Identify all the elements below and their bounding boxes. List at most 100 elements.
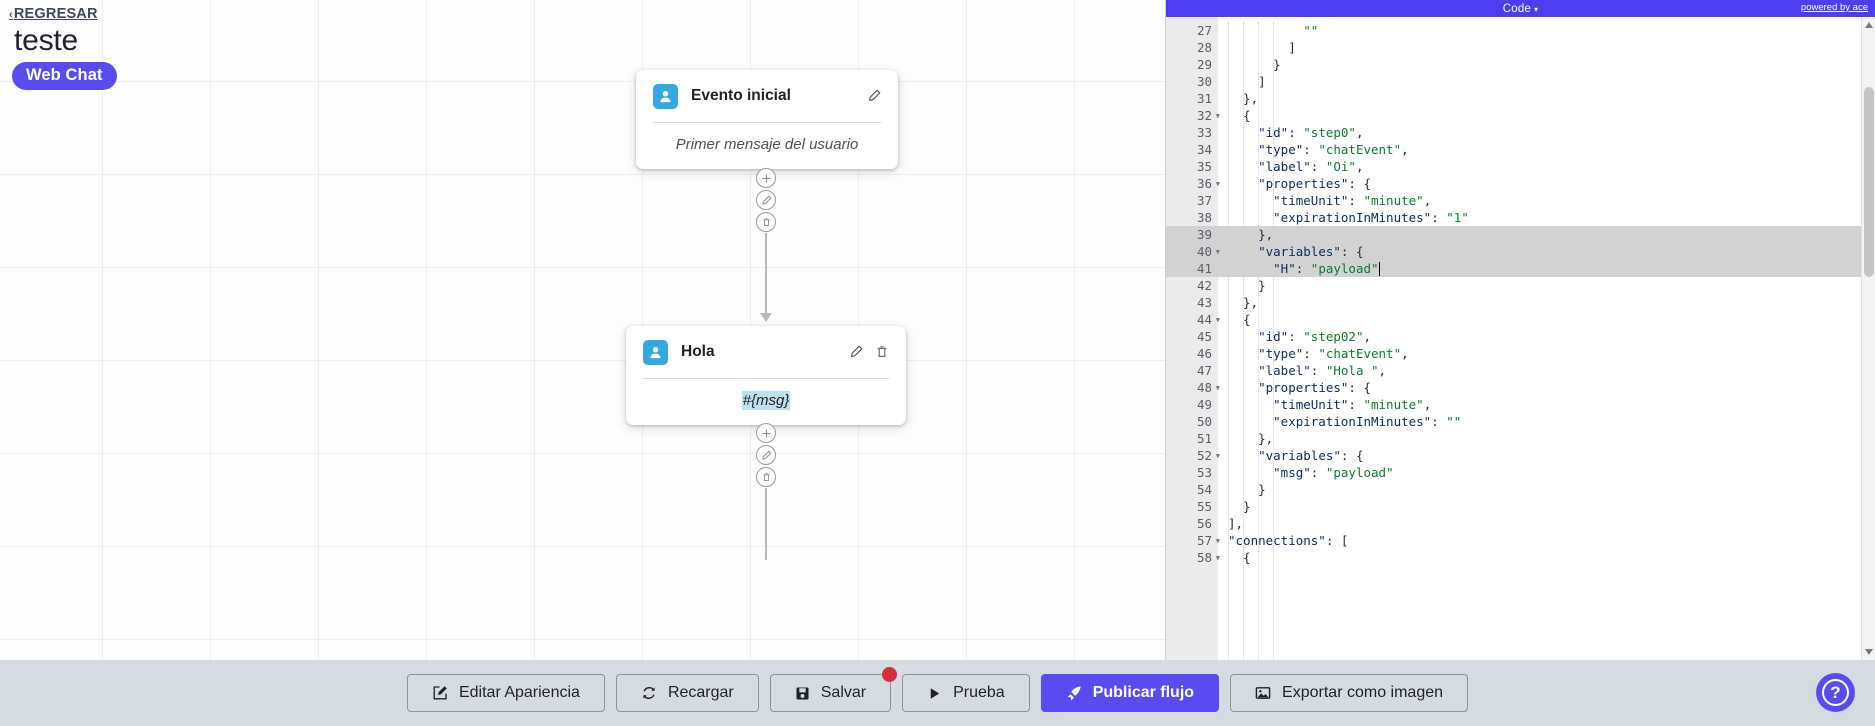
code-line[interactable]: }, [1228, 91, 1259, 106]
code-line[interactable]: "H": "payload" [1218, 260, 1861, 277]
line-number[interactable]: 39 [1166, 226, 1218, 243]
line-number[interactable]: 50 [1196, 414, 1212, 429]
line-number[interactable]: 44▼ [1196, 312, 1220, 327]
line-number[interactable]: 29 [1196, 57, 1212, 72]
line-number[interactable]: 54 [1196, 482, 1212, 497]
code-line[interactable]: { [1228, 108, 1251, 123]
code-line[interactable]: "properties": { [1258, 176, 1371, 191]
line-number[interactable]: 55 [1196, 499, 1212, 514]
publish-flow-button[interactable]: Publicar flujo [1040, 674, 1220, 712]
edit-icon[interactable] [846, 342, 866, 362]
line-number[interactable]: 27 [1196, 23, 1212, 38]
code-line[interactable]: "variables": { [1218, 243, 1861, 260]
line-number[interactable]: 48▼ [1196, 380, 1220, 395]
connector-tools-2[interactable] [756, 423, 776, 489]
line-number[interactable]: 30 [1196, 74, 1212, 89]
edit-icon[interactable] [864, 86, 884, 106]
line-number[interactable]: 38 [1196, 210, 1212, 225]
export-image-button[interactable]: Exportar como imagen [1230, 674, 1469, 712]
code-line[interactable]: { [1228, 312, 1251, 327]
code-line[interactable]: } [1228, 482, 1266, 497]
flow-canvas[interactable]: ‹REGRESAR teste Web Chat Evento inicial … [0, 0, 1165, 660]
code-line[interactable]: ] [1228, 40, 1296, 55]
code-line[interactable]: "connections": [ [1228, 533, 1349, 548]
pencil-icon[interactable] [756, 190, 776, 210]
line-number[interactable]: 40▼ [1166, 243, 1220, 260]
code-line[interactable]: { [1228, 550, 1251, 565]
line-number[interactable]: 45 [1196, 329, 1212, 344]
scroll-down-icon[interactable] [1865, 649, 1873, 655]
fold-toggle-icon[interactable]: ▼ [1215, 384, 1220, 392]
code-line[interactable]: "id": "step0", [1258, 125, 1364, 140]
line-number[interactable]: 58▼ [1196, 550, 1220, 565]
code-line[interactable]: "timeUnit": "minute", [1273, 193, 1432, 208]
code-line[interactable]: "label": "Oi", [1258, 159, 1364, 174]
help-button[interactable]: ? [1816, 673, 1855, 712]
code-line[interactable]: "type": "chatEvent", [1258, 346, 1409, 361]
plus-icon[interactable] [756, 423, 776, 443]
line-number[interactable]: 43 [1196, 295, 1212, 310]
code-line[interactable]: "" [1303, 23, 1319, 38]
code-line[interactable]: } [1228, 278, 1266, 293]
fold-toggle-icon[interactable]: ▼ [1215, 180, 1220, 188]
line-number[interactable]: 28 [1196, 40, 1212, 55]
back-link[interactable]: ‹REGRESAR [9, 6, 98, 22]
pencil-icon[interactable] [756, 445, 776, 465]
code-line[interactable]: } [1228, 57, 1281, 72]
line-number[interactable]: 49 [1196, 397, 1212, 412]
line-number[interactable]: 51 [1196, 431, 1212, 446]
powered-by-link[interactable]: powered by ace [1800, 2, 1868, 13]
connector-tools-1[interactable] [756, 168, 776, 234]
code-line[interactable]: "type": "chatEvent", [1258, 142, 1409, 157]
reload-button[interactable]: Recargar [615, 674, 759, 712]
fold-toggle-icon[interactable]: ▼ [1215, 316, 1220, 324]
line-number[interactable]: 34 [1196, 142, 1212, 157]
fold-toggle-icon[interactable]: ▼ [1215, 112, 1220, 120]
code-line[interactable]: "id": "step02", [1258, 329, 1372, 344]
test-button[interactable]: Prueba [902, 674, 1030, 712]
fold-toggle-icon[interactable]: ▼ [1215, 537, 1220, 545]
line-number[interactable]: 41 [1166, 260, 1218, 277]
line-number[interactable]: 33 [1196, 125, 1212, 140]
line-number[interactable]: 31 [1196, 91, 1212, 106]
trash-icon[interactable] [756, 212, 776, 232]
code-line[interactable]: ], [1228, 516, 1244, 531]
fold-toggle-icon[interactable]: ▼ [1215, 554, 1220, 562]
plus-icon[interactable] [756, 168, 776, 188]
scrollbar-thumb[interactable] [1864, 87, 1874, 277]
code-scrollbar[interactable] [1861, 17, 1875, 660]
line-number[interactable]: 52▼ [1196, 448, 1220, 463]
line-number[interactable]: 47 [1196, 363, 1212, 378]
line-number[interactable]: 35 [1196, 159, 1212, 174]
code-line[interactable]: }, [1218, 226, 1861, 243]
flow-node-evento-inicial[interactable]: Evento inicial Primer mensaje del usuari… [636, 70, 898, 169]
line-number[interactable]: 46 [1196, 346, 1212, 361]
flow-node-hola[interactable]: Hola #{msg} [626, 326, 906, 425]
line-number[interactable]: 36▼ [1196, 176, 1220, 191]
fold-toggle-icon[interactable]: ▼ [1215, 248, 1220, 256]
code-line[interactable]: "expirationInMinutes": "1" [1273, 210, 1469, 225]
code-line[interactable]: }, [1228, 431, 1274, 446]
code-line[interactable]: "expirationInMinutes": "" [1273, 414, 1462, 429]
trash-icon[interactable] [872, 342, 892, 362]
line-number[interactable]: 57▼ [1196, 533, 1220, 548]
code-line[interactable]: "properties": { [1258, 380, 1371, 395]
line-number[interactable]: 32▼ [1196, 108, 1220, 123]
line-number[interactable]: 56 [1196, 516, 1212, 531]
code-line[interactable]: "label": "Hola ", [1258, 363, 1387, 378]
line-number[interactable]: 37 [1196, 193, 1212, 208]
scroll-up-icon[interactable] [1865, 22, 1873, 28]
code-line[interactable]: "timeUnit": "minute", [1273, 397, 1432, 412]
code-content[interactable]: "" ] } ] }, { "id": "step0", "type": "ch… [1218, 17, 1861, 660]
code-line[interactable]: }, [1228, 295, 1259, 310]
code-line[interactable]: "msg": "payload" [1273, 465, 1394, 480]
trash-icon[interactable] [756, 467, 776, 487]
code-line[interactable]: "variables": { [1258, 448, 1364, 463]
save-button[interactable]: Salvar [769, 667, 898, 712]
line-number[interactable]: 42 [1196, 278, 1212, 293]
line-number[interactable]: 53 [1196, 465, 1212, 480]
code-line[interactable]: ] [1228, 74, 1266, 89]
fold-toggle-icon[interactable]: ▼ [1215, 452, 1220, 460]
edit-appearance-button[interactable]: Editar Apariencia [406, 674, 605, 712]
